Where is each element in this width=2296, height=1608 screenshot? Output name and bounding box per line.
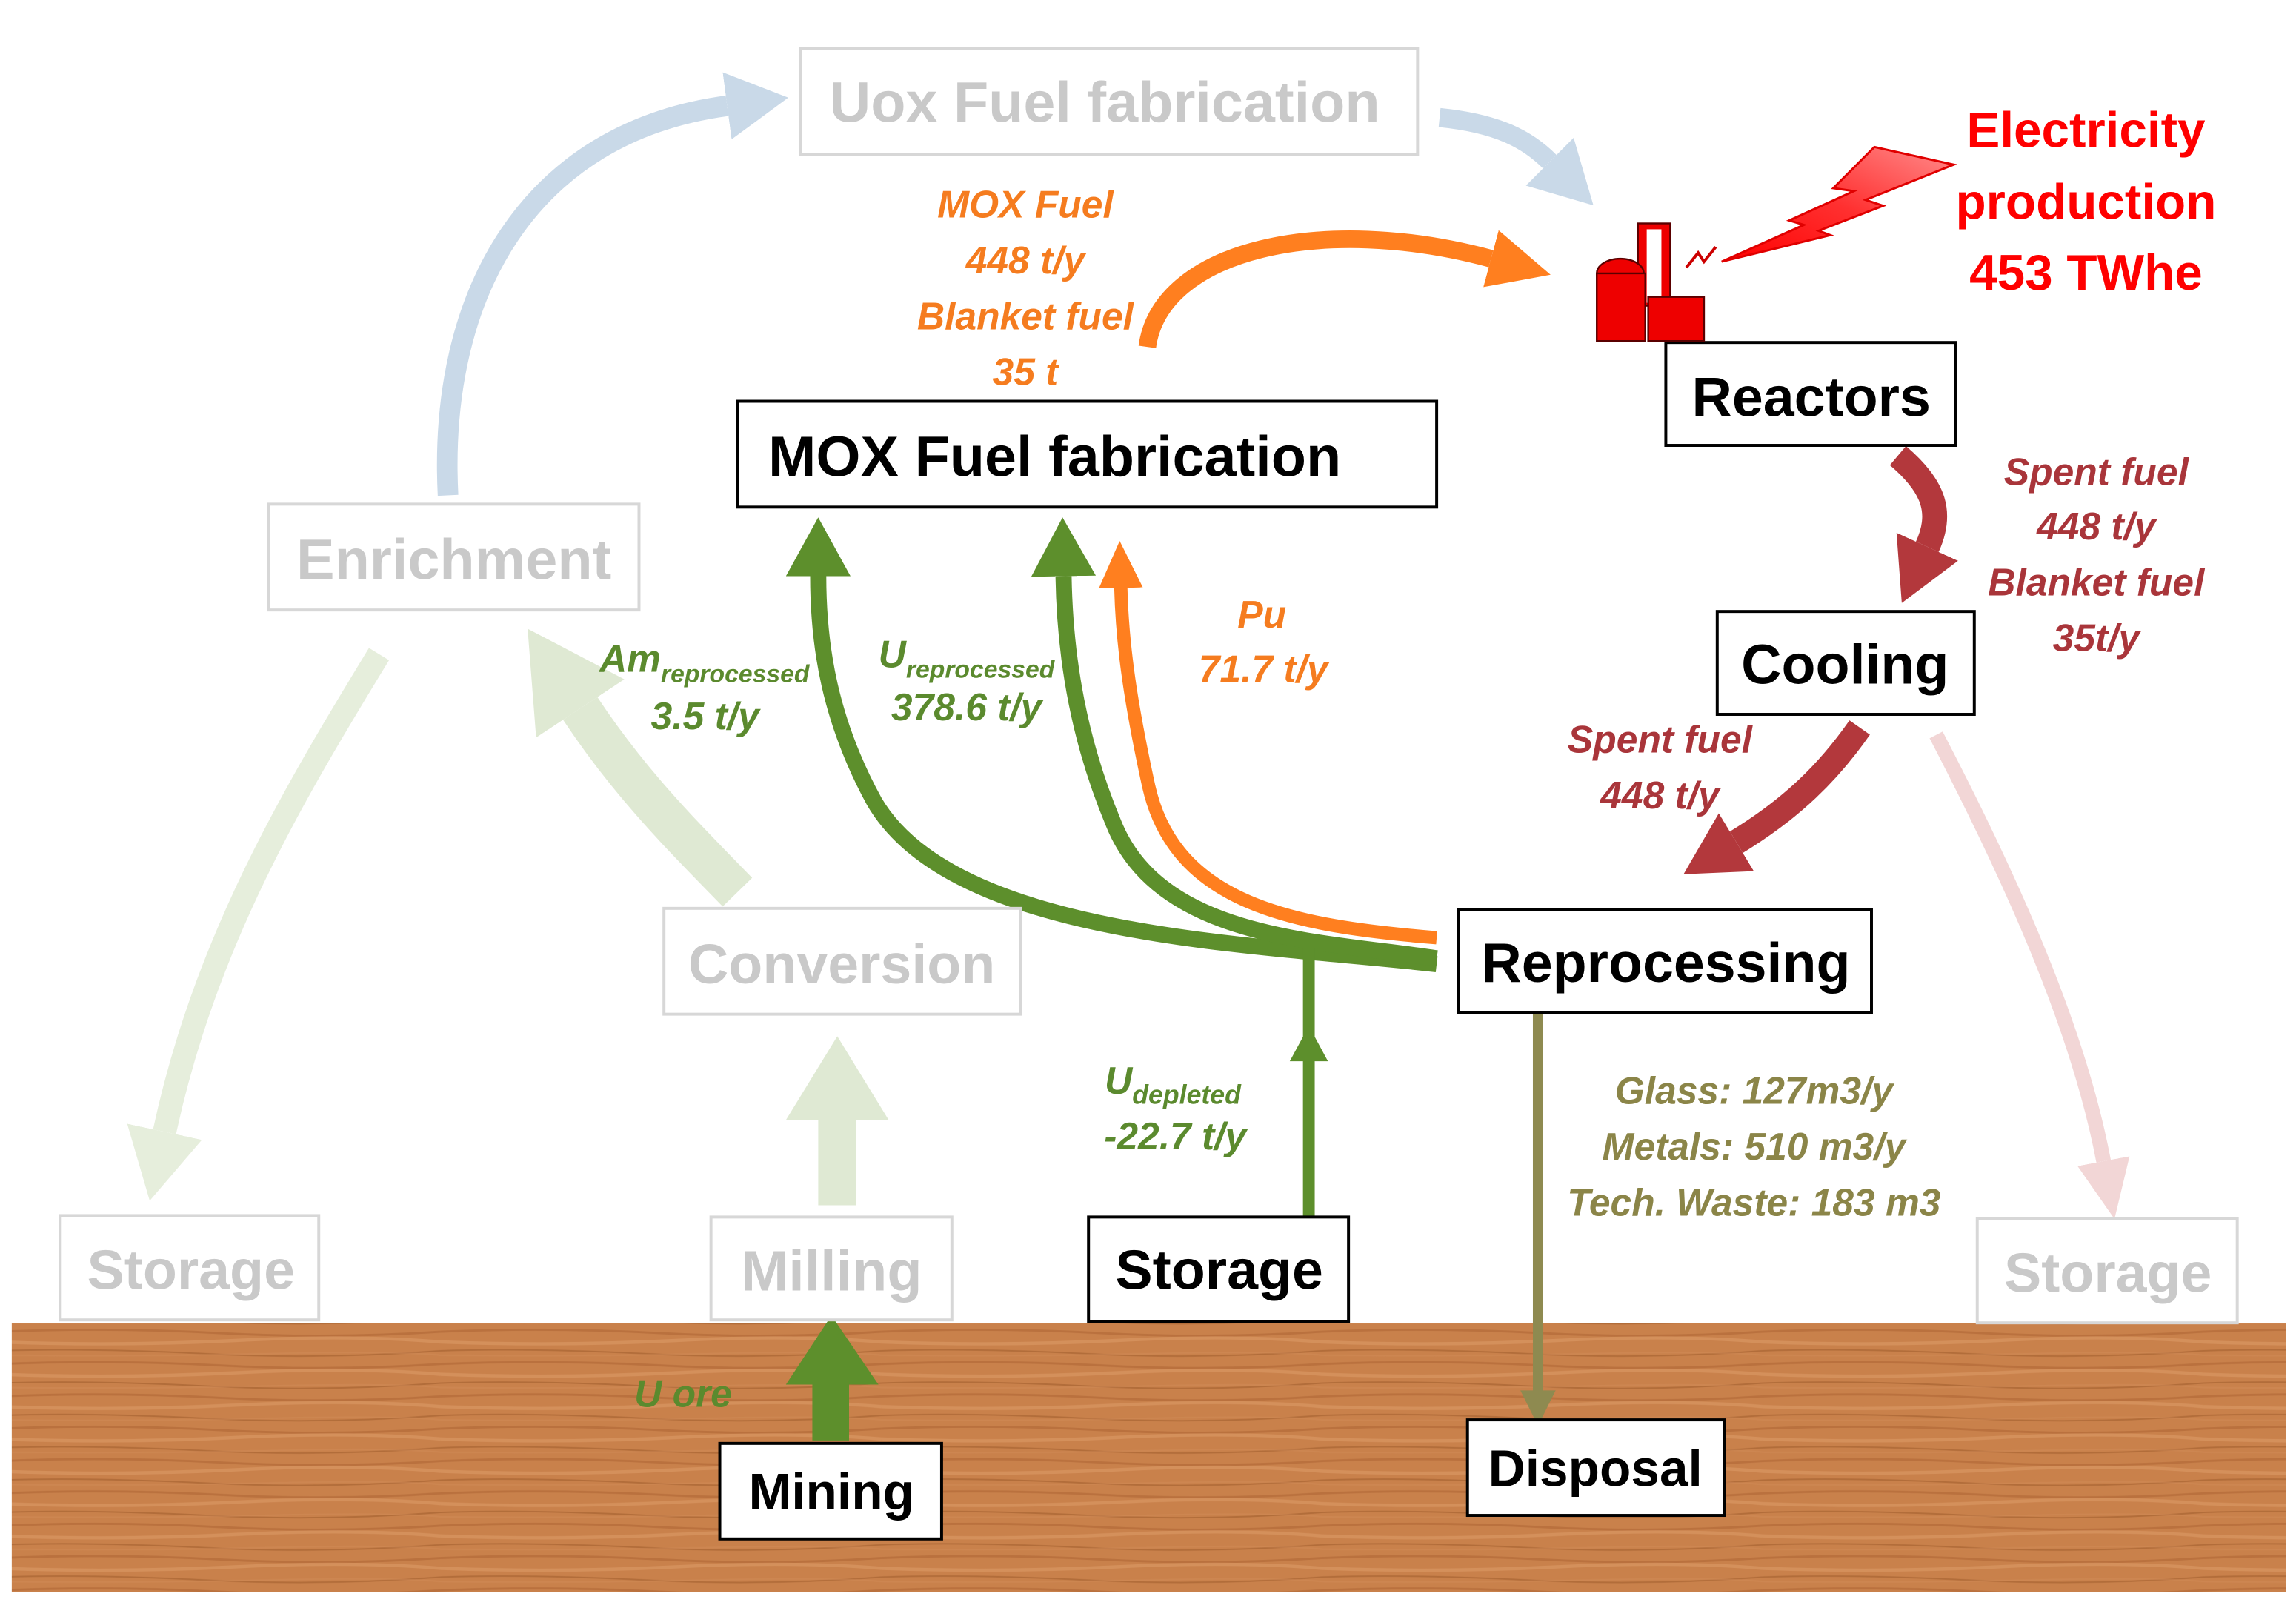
spent-fuel-right-line-4: 35t/y — [2053, 617, 2142, 660]
reactors-node: Reactors — [1664, 341, 1957, 447]
u-depleted-label: Udepleted — [1105, 1059, 1242, 1110]
waste-technological: Tech. Waste: 183 m3 — [1567, 1180, 1940, 1223]
arrow-u-depleted — [1289, 948, 1328, 1217]
spent-fuel-annotation-right: Spent fuel 448 t/y Blanket fuel 35t/y — [1988, 451, 2206, 660]
power-plant-icon — [1596, 222, 1717, 342]
cooling-node: Cooling — [1715, 610, 1976, 716]
pu-label: Pu — [1237, 593, 1286, 636]
am-subscript: reprocessed — [661, 660, 811, 688]
spent-fuel-mid-line-1: Spent fuel — [1568, 718, 1754, 761]
mining-label: Mining — [748, 1463, 914, 1521]
electricity-line-1: Electricity — [1966, 102, 2206, 158]
conversion-label: Conversion — [688, 933, 995, 995]
electricity-line-3: 453 TWhe — [1969, 245, 2203, 301]
waste-glass: Glass: 127m3/y — [1615, 1069, 1895, 1112]
u-depleted-annotation: Udepleted -22.7 t/y — [1104, 1059, 1248, 1157]
storage-right-node: Storage — [1975, 1217, 2239, 1325]
u-reprocessed-subscript: reprocessed — [906, 655, 1056, 683]
lightning-bolt-icon — [1721, 145, 1958, 263]
u-reprocessed-symbol: U — [879, 633, 908, 676]
am-symbol: Am — [598, 637, 661, 680]
arrow-am-reprocessed — [785, 517, 1438, 973]
pu-value: 71.7 t/y — [1199, 647, 1330, 690]
storage-right-label: Storage — [2004, 1242, 2212, 1304]
u-ore-label: U ore — [634, 1372, 732, 1415]
arrow-reprocessing-to-disposal — [1520, 1014, 1556, 1426]
arrow-conversion-to-enrichment — [528, 628, 753, 907]
uox-fuel-fabrication-label: Uox Fuel fabrication — [829, 71, 1380, 135]
mining-node: Mining — [718, 1441, 943, 1541]
spent-fuel-right-line-1: Spent fuel — [2004, 451, 2190, 494]
arrow-enrichment-to-uox — [436, 72, 788, 496]
mox-flow-annotation: MOX Fuel 448 t/y Blanket fuel 35 t — [917, 183, 1135, 393]
storage-left-label: Storage — [87, 1239, 295, 1301]
mox-flow-line-3: Blanket fuel — [917, 294, 1135, 337]
disposal-label: Disposal — [1488, 1439, 1703, 1497]
arrow-reactors-to-cooling — [1889, 446, 1958, 603]
arrow-u-ore — [785, 1315, 879, 1441]
reprocessing-label: Reprocessing — [1481, 931, 1850, 994]
arrow-uox-to-reactors — [1438, 107, 1594, 206]
u-reprocessed-label: Ureprocessed — [879, 633, 1056, 684]
spent-fuel-mid-line-2: 448 t/y — [1600, 774, 1721, 817]
ground — [11, 1323, 2286, 1592]
mox-fuel-fabrication-node: MOX Fuel fabrication — [736, 399, 1439, 509]
storage-left-node: Storage — [59, 1214, 321, 1322]
electricity-annotation: Electricity production 453 TWhe — [1956, 102, 2217, 300]
am-annotation: Amreprocessed 3.5 t/y — [598, 637, 811, 737]
u-reprocessed-value: 378.6 t/y — [891, 685, 1044, 728]
milling-node: Milling — [709, 1215, 954, 1322]
milling-label: Milling — [741, 1240, 922, 1303]
reactors-label: Reactors — [1691, 365, 1930, 428]
u-depleted-symbol: U — [1105, 1059, 1134, 1102]
am-label: Amreprocessed — [598, 637, 811, 688]
uox-fuel-fabrication-node: Uox Fuel fabrication — [799, 47, 1420, 156]
arrow-cooling-to-storage — [1929, 731, 2130, 1219]
am-value: 3.5 t/y — [651, 694, 761, 737]
spent-fuel-right-line-2: 448 t/y — [2036, 505, 2157, 548]
enrichment-node: Enrichment — [267, 502, 641, 612]
conversion-node: Conversion — [662, 906, 1022, 1016]
pu-annotation: Pu 71.7 t/y — [1199, 593, 1330, 690]
waste-annotation: Glass: 127m3/y Metals: 510 m3/y Tech. Wa… — [1567, 1069, 1940, 1224]
u-depleted-value: -22.7 t/y — [1104, 1114, 1248, 1157]
u-depleted-subscript: depleted — [1132, 1080, 1242, 1110]
storage-depleted-label: Storage — [1115, 1239, 1322, 1301]
reprocessing-node: Reprocessing — [1457, 908, 1873, 1014]
mox-flow-line-4: 35 t — [993, 350, 1060, 393]
mox-flow-line-1: MOX Fuel — [937, 183, 1114, 226]
waste-metals: Metals: 510 m3/y — [1603, 1125, 1908, 1168]
cooling-label: Cooling — [1741, 633, 1949, 695]
storage-depleted-node: Storage — [1087, 1215, 1351, 1323]
electricity-line-2: production — [1956, 175, 2217, 230]
arrow-mox-to-reactors — [1138, 230, 1551, 349]
arrow-enrichment-to-storage — [127, 648, 390, 1201]
spent-fuel-annotation-mid: Spent fuel 448 t/y — [1568, 718, 1754, 817]
disposal-node: Disposal — [1465, 1418, 1726, 1518]
spent-fuel-right-line-3: Blanket fuel — [1988, 560, 2206, 603]
mox-flow-line-2: 448 t/y — [965, 239, 1087, 282]
arrow-pu — [1099, 540, 1437, 945]
mox-fuel-fabrication-label: MOX Fuel fabrication — [768, 425, 1341, 489]
enrichment-label: Enrichment — [296, 528, 611, 592]
arrow-u-reprocessed — [1031, 517, 1438, 967]
arrow-cooling-to-reprocessing — [1683, 720, 1870, 874]
u-reprocessed-annotation: Ureprocessed 378.6 t/y — [879, 633, 1056, 728]
arrow-milling-to-conversion — [785, 1036, 889, 1206]
